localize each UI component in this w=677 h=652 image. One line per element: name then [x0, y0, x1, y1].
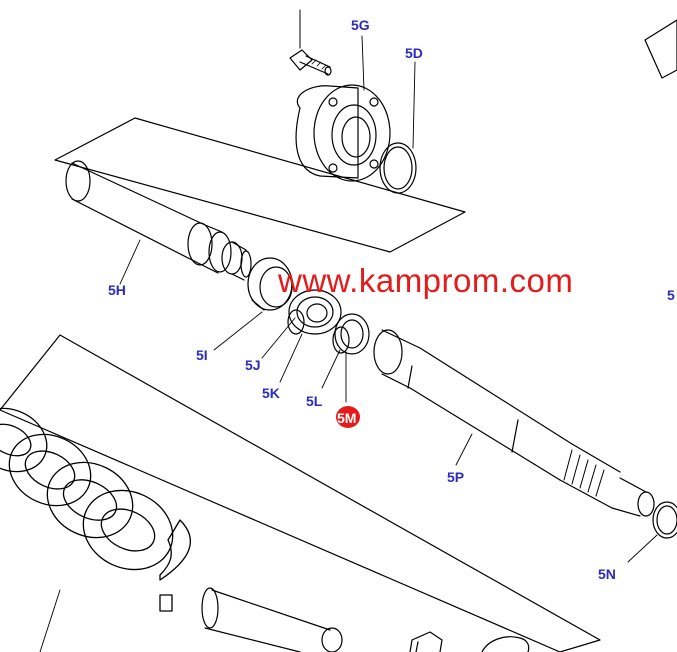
- leader-lines: [39, 35, 658, 652]
- right-edge-bracket: [644, 19, 677, 79]
- lower-cylinder: [201, 587, 343, 652]
- callout-5n: 5N: [598, 566, 616, 582]
- callout-5h: 5H: [108, 282, 126, 298]
- callout-5p: 5P: [447, 469, 465, 485]
- seal-5l: [332, 313, 370, 355]
- callout-5m: 5M: [337, 410, 357, 426]
- lower-assembly-plane: [0, 334, 601, 652]
- tube: [65, 160, 252, 281]
- watermark: www.kamprom.com: [278, 262, 574, 299]
- callout-5i: 5I: [196, 347, 208, 363]
- flange-housing: [295, 84, 391, 182]
- highlight-badge-5m: [336, 406, 360, 428]
- callout-5d: 5D: [405, 45, 423, 61]
- callout-5-edge: 5: [667, 287, 675, 303]
- callout-5g: 5G: [351, 17, 370, 33]
- split-ring-5i: [247, 257, 293, 311]
- callout-5l: 5L: [306, 393, 323, 409]
- lower-bracket: [409, 631, 530, 652]
- bearing-5j: [287, 289, 342, 335]
- bolt: [289, 49, 332, 76]
- o-ring-5n: [652, 501, 677, 539]
- coil-spring: [0, 407, 191, 612]
- o-ring-5d: [379, 142, 417, 194]
- callout-5j: 5J: [245, 357, 261, 373]
- shaft-thread: [563, 449, 605, 497]
- callout-5k: 5K: [262, 385, 280, 401]
- upper-assembly-plane: [54, 117, 466, 253]
- shaft: [373, 329, 655, 517]
